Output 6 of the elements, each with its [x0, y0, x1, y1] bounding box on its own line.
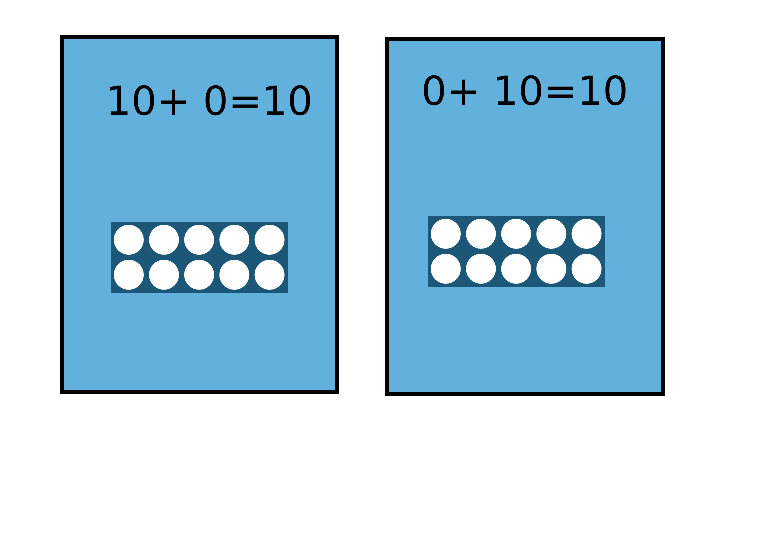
equation-text: 0+ 10=10: [420, 69, 630, 115]
card: [385, 37, 665, 396]
ten-frame-drawing: [111, 222, 288, 293]
card: [60, 35, 339, 394]
equation-text: 10+ 0=10: [105, 79, 314, 125]
ten-frame-drawing: [428, 216, 605, 287]
